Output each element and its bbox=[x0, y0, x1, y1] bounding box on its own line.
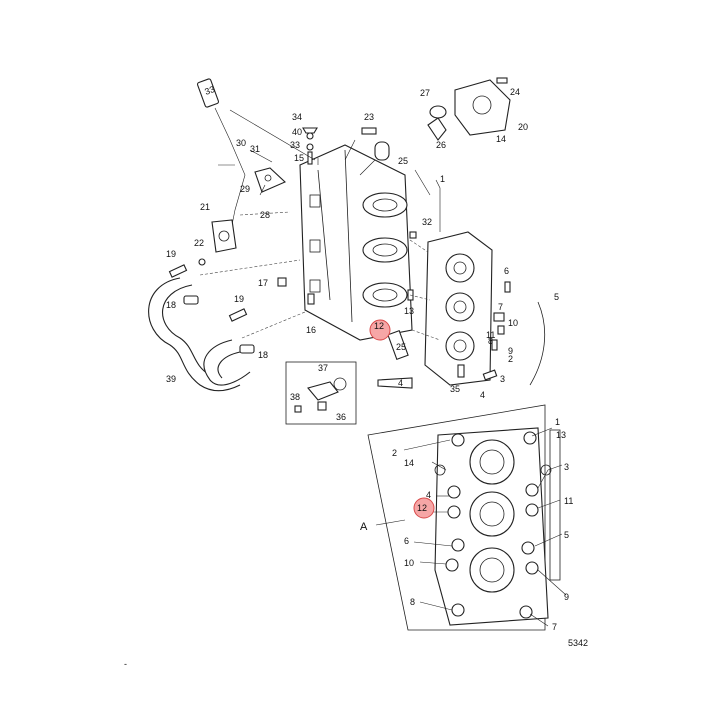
callout: 7 bbox=[552, 622, 557, 632]
callout: 14 bbox=[496, 134, 506, 144]
callout: 1 bbox=[440, 174, 445, 184]
callout: 38 bbox=[290, 392, 300, 402]
callout: 2 bbox=[392, 448, 397, 458]
leader-lines-inset bbox=[403, 427, 567, 627]
tube-text-25: 25 bbox=[396, 342, 406, 352]
callout-highlighted: 12 bbox=[374, 321, 384, 331]
callout: 39 bbox=[166, 374, 176, 384]
callout: 5 bbox=[554, 292, 559, 302]
callout: 22 bbox=[194, 238, 204, 248]
callout: 14 bbox=[404, 458, 414, 468]
callout: 23 bbox=[364, 112, 374, 122]
callout: 17 bbox=[258, 278, 268, 288]
callout: 9 bbox=[564, 592, 569, 602]
thermostat-cover bbox=[427, 77, 511, 141]
tube-text-4: 4 bbox=[398, 378, 403, 388]
callout: 33 bbox=[290, 140, 300, 150]
hoses bbox=[148, 277, 251, 392]
callout: 28 bbox=[260, 210, 270, 220]
temperature-sensor: 33 bbox=[196, 78, 246, 246]
callout: 32 bbox=[422, 217, 432, 227]
sensor-bracket bbox=[254, 167, 286, 193]
callout: 19 bbox=[166, 249, 176, 259]
callout: 37 bbox=[318, 363, 328, 373]
callout: 10 bbox=[508, 318, 518, 328]
fittings bbox=[168, 258, 315, 354]
callouts-inset: 1 2 3 4 5 6 7 8 9 10 11 12 13 14 bbox=[392, 417, 573, 632]
callout: 31 bbox=[250, 144, 260, 154]
callout: 20 bbox=[518, 122, 528, 132]
gasket-21 bbox=[211, 219, 237, 253]
callout: 25 bbox=[398, 156, 408, 166]
callout: 36 bbox=[336, 412, 346, 422]
callout: 30 bbox=[236, 138, 246, 148]
leader-lines-main bbox=[218, 109, 441, 232]
sealant-tube-25: 25 bbox=[387, 330, 409, 360]
callout: 27 bbox=[420, 88, 430, 98]
callout: 13 bbox=[556, 430, 566, 440]
callout: 29 bbox=[240, 184, 250, 194]
callout: 6 bbox=[504, 266, 509, 276]
callout: 3 bbox=[564, 462, 569, 472]
callout: 13 bbox=[404, 306, 414, 316]
callout: 5 bbox=[564, 530, 569, 540]
highlight-marker-main bbox=[369, 319, 391, 341]
inset-title: A bbox=[360, 521, 368, 533]
callout: 2 bbox=[508, 354, 513, 364]
callout: 19 bbox=[234, 294, 244, 304]
callout: 34 bbox=[292, 112, 302, 122]
cylinder-head bbox=[424, 231, 493, 386]
callout: 4 bbox=[426, 490, 431, 500]
callout: 6 bbox=[404, 536, 409, 546]
drawing-number: 5342 bbox=[568, 638, 588, 648]
callouts-main: 1 2 3 4 5 6 7 8 9 10 11 12 13 14 15 16 1… bbox=[166, 87, 559, 422]
hose-5 bbox=[529, 301, 546, 386]
small-parts-top bbox=[302, 127, 390, 165]
callout: 11 bbox=[564, 496, 573, 506]
callout: 21 bbox=[200, 202, 210, 212]
callout: 8 bbox=[488, 336, 493, 346]
dashed-lines bbox=[199, 211, 441, 341]
callout: 1 bbox=[555, 417, 560, 427]
callout: 40 bbox=[292, 127, 302, 137]
callout-highlighted: 12 bbox=[417, 503, 427, 513]
callout: 9 bbox=[508, 346, 513, 356]
cylinder-block bbox=[299, 144, 413, 341]
callout: 16 bbox=[306, 325, 316, 335]
callout: 10 bbox=[404, 558, 414, 568]
kit-box: 4 bbox=[285, 361, 413, 425]
callout: 11 bbox=[486, 330, 495, 340]
callout: 7 bbox=[498, 302, 503, 312]
stray-mark: - bbox=[124, 659, 127, 669]
inset-panel bbox=[367, 404, 561, 631]
callout: 15 bbox=[294, 153, 304, 163]
callout: 4 bbox=[480, 390, 485, 400]
callout: 24 bbox=[510, 87, 520, 97]
callout: 3 bbox=[500, 374, 505, 384]
highlight-marker-inset bbox=[413, 497, 435, 519]
callout: 18 bbox=[166, 300, 176, 310]
callout: 8 bbox=[410, 597, 415, 607]
callout: 18 bbox=[258, 350, 268, 360]
tube-text-33: 33 bbox=[203, 84, 216, 97]
callout: 35 bbox=[450, 384, 460, 394]
callout: 26 bbox=[436, 140, 446, 150]
